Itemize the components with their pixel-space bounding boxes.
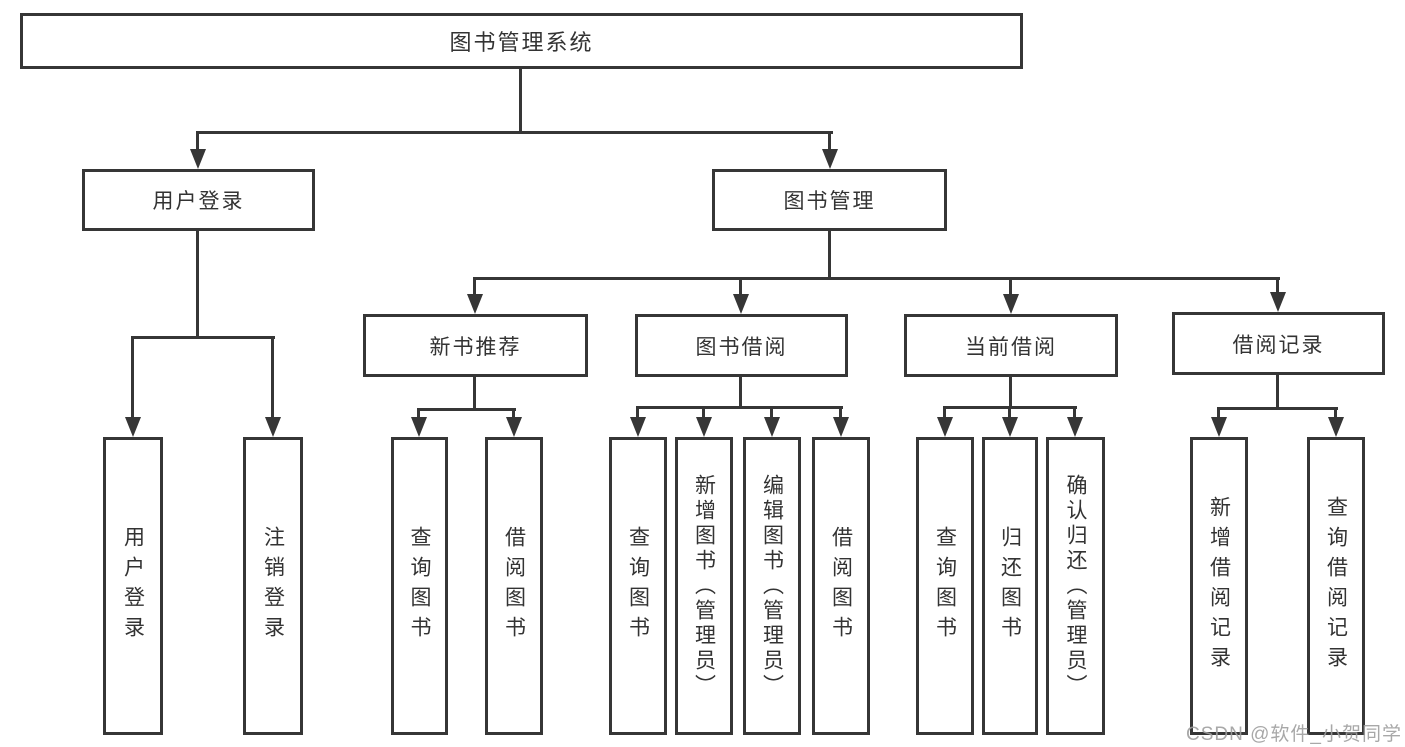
arrowhead-down-icon [696,417,712,437]
leaf-add-borrow-record: 新增借阅记录 [1190,437,1248,735]
node-label: 借阅图书 [829,526,853,646]
node-label: 查询图书 [408,526,431,646]
leaf-query-books-borrowing: 查询图书 [609,437,667,735]
node-label: 归还图书 [998,526,1022,646]
connector-vline [1009,377,1012,409]
connector-vline [417,408,420,421]
arrowhead-down-icon [937,417,953,437]
connector-vline [131,336,134,421]
connector-vline [739,277,742,298]
connector-vline [1276,277,1279,296]
arrowhead-down-icon [630,417,646,437]
node-book-borrowing: 图书借阅 [635,314,848,377]
connector-vline [196,231,199,339]
connector-vline [271,336,274,421]
connector-vline [1008,406,1011,421]
arrowhead-down-icon [1270,292,1286,312]
connector-vline [702,406,705,421]
connector-vline [512,408,515,421]
node-label: 用户登录 [152,190,245,213]
connector-vline [636,406,639,421]
arrowhead-down-icon [822,149,838,169]
leaf-borrow-books: 借阅图书 [812,437,870,735]
leaf-confirm-return-admin: 确认归还（管理员） [1046,437,1105,735]
node-current-borrowing: 当前借阅 [904,314,1118,377]
connector-hline [131,336,275,339]
connector-vline [828,231,831,280]
leaf-query-books-recommend: 查询图书 [391,437,448,735]
node-label: 图书借阅 [695,335,788,359]
connector-hline [636,406,843,409]
connector-vline [1276,375,1279,410]
arrowhead-down-icon [506,417,522,437]
node-borrowing-records: 借阅记录 [1172,312,1385,375]
leaf-user-login: 用户登录 [103,437,163,735]
arrowhead-down-icon [1003,294,1019,314]
node-label: 当前借阅 [965,335,1057,359]
connector-hline [417,408,516,411]
connector-vline [1009,277,1012,298]
connector-vline [473,277,476,298]
connector-hline [473,277,1280,280]
connector-vline [196,131,199,153]
connector-vline [839,406,842,421]
arrowhead-down-icon [1002,417,1018,437]
leaf-add-books-admin: 新增图书（管理员） [675,437,733,735]
connector-vline [828,131,831,153]
node-library-system: 图书管理系统 [20,13,1023,69]
leaf-query-books-current: 查询图书 [916,437,974,735]
arrowhead-down-icon [733,294,749,314]
node-book-management: 图书管理 [712,169,947,231]
leaf-return-books: 归还图书 [982,437,1038,735]
connector-vline [770,406,773,421]
arrowhead-down-icon [411,417,427,437]
node-label: 查询图书 [933,526,957,646]
node-user-login: 用户登录 [82,169,315,231]
node-label: 查询图书 [626,526,650,646]
arrowhead-down-icon [467,294,483,314]
connector-hline [1217,407,1338,410]
node-label: 编辑图书（管理员） [760,473,784,699]
arrowhead-down-icon [833,417,849,437]
node-label: 借阅图书 [502,526,526,646]
node-label: 确认归还（管理员） [1064,473,1087,699]
arrowhead-down-icon [190,149,206,169]
connector-vline [1073,406,1076,421]
leaf-query-borrow-record: 查询借阅记录 [1307,437,1365,735]
connector-vline [473,377,476,411]
leaf-borrow-books-recommend: 借阅图书 [485,437,543,735]
connector-hline [196,131,833,134]
node-label: 图书管理系统 [449,30,594,55]
arrowhead-down-icon [1211,417,1227,437]
node-label: 注销登录 [261,526,285,646]
node-label: 新增借阅记录 [1207,496,1231,676]
arrowhead-down-icon [1328,417,1344,437]
node-new-book-recommendation: 新书推荐 [363,314,588,377]
arrowhead-down-icon [764,417,780,437]
connector-vline [519,69,522,134]
arrowhead-down-icon [265,417,281,437]
arrowhead-down-icon [125,417,141,437]
node-label: 用户登录 [121,526,145,646]
csdn-watermark: CSDN @软件_小贺同学 [1186,724,1402,745]
node-label: 图书管理 [783,190,876,213]
node-label: 新增图书（管理员） [692,473,716,699]
node-label: 借阅记录 [1232,333,1325,357]
arrowhead-down-icon [1067,417,1083,437]
leaf-logout: 注销登录 [243,437,303,735]
connector-vline [1217,407,1220,421]
connector-vline [943,406,946,421]
leaf-edit-books-admin: 编辑图书（管理员） [743,437,801,735]
connector-vline [1334,407,1337,421]
connector-vline [739,377,742,409]
node-label: 查询借阅记录 [1324,496,1348,676]
node-label: 新书推荐 [429,335,522,359]
